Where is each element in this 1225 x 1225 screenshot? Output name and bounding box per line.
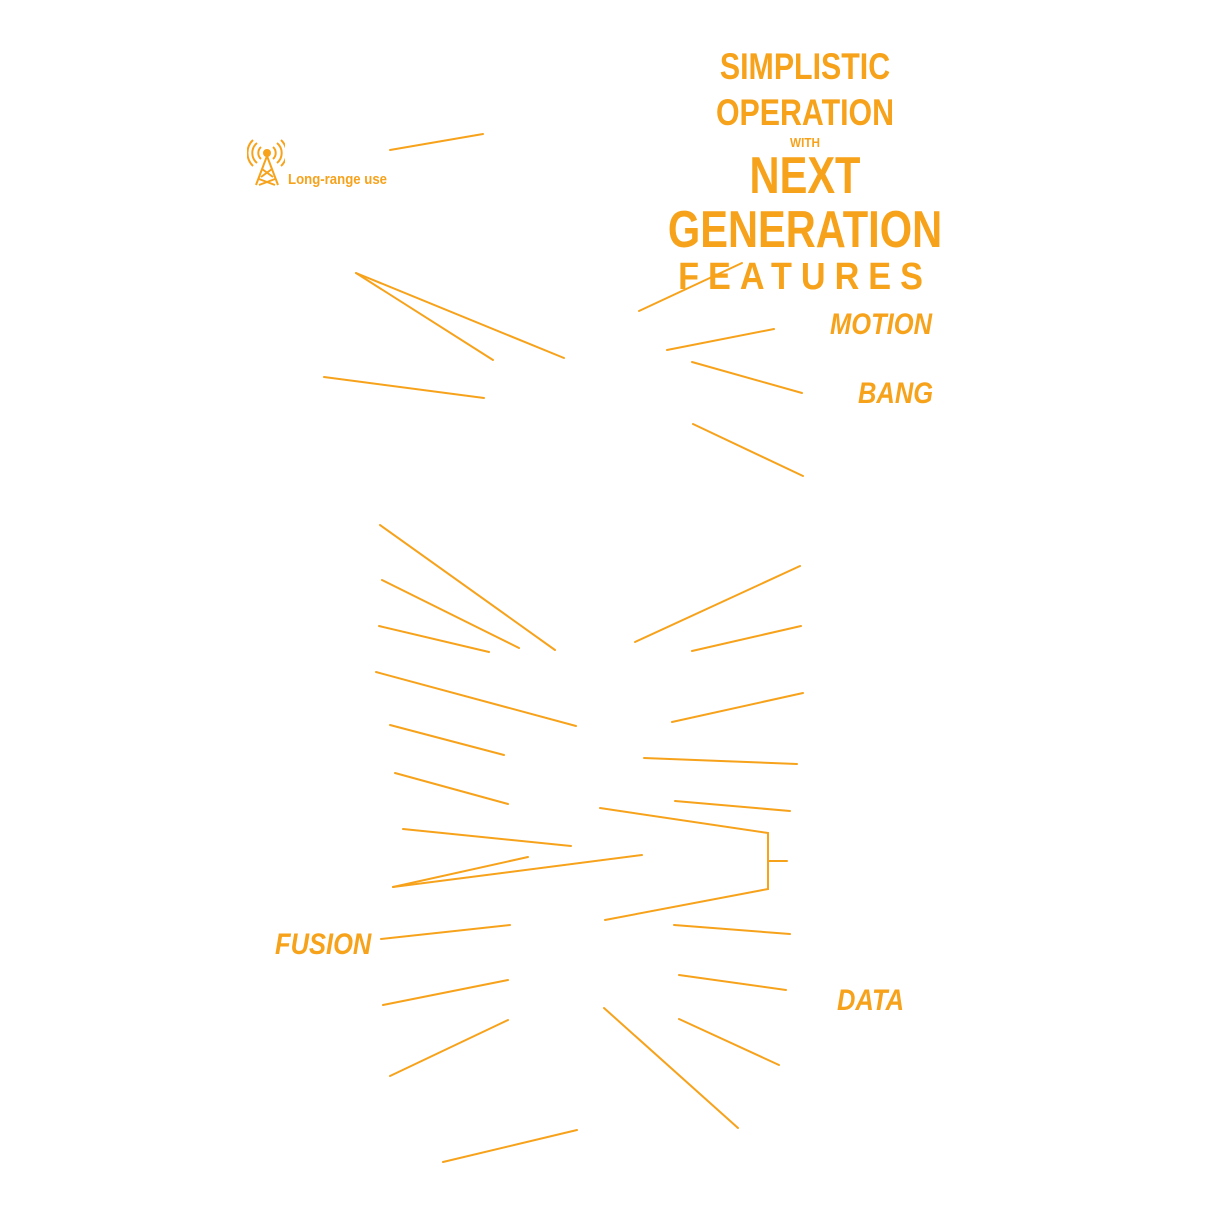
- leader-line: [394, 772, 509, 805]
- leader-line: [671, 692, 804, 723]
- leader-line: [382, 979, 509, 1006]
- headline: SIMPLISTIC OPERATION WITH NEXT GENERATIO…: [600, 44, 1010, 297]
- leader-line: [392, 856, 529, 888]
- headline-line-2: WITH: [790, 135, 820, 150]
- leader-line: [638, 262, 743, 312]
- long-range-badge: Long-range use: [245, 138, 405, 188]
- callout-motion: MOTION: [830, 308, 932, 341]
- leader-line: [389, 724, 505, 756]
- headline-line-3: NEXT GENERATION: [667, 147, 943, 259]
- leader-line: [389, 133, 484, 151]
- radio-tower-icon: [247, 139, 285, 186]
- leader-line: [355, 272, 565, 359]
- leader-line: [389, 1019, 509, 1077]
- callout-fusion: FUSION: [275, 928, 372, 961]
- leader-line: [378, 625, 490, 653]
- leader-line: [634, 565, 801, 643]
- leader-line: [381, 579, 520, 649]
- leader-line: [692, 423, 804, 477]
- leader-line: [323, 376, 485, 399]
- leader-line: [674, 800, 791, 812]
- leader-line: [691, 361, 803, 394]
- badge-label: Long-range use: [288, 171, 388, 188]
- leader-line: [603, 1007, 739, 1129]
- leader-line: [355, 272, 494, 361]
- callout-data: DATA: [837, 984, 905, 1017]
- leader-line: [379, 524, 556, 651]
- headline-line-1: SIMPLISTIC OPERATION: [715, 46, 895, 133]
- leader-line: [442, 1129, 578, 1163]
- leader-line: [678, 1018, 780, 1066]
- leader-line: [392, 854, 643, 888]
- callout-bang: BANG: [858, 377, 934, 410]
- leader-line: [402, 828, 572, 847]
- headline-line-4: FEATURES: [678, 256, 932, 298]
- leader-line: [643, 757, 798, 765]
- bracket-line: [599, 807, 769, 921]
- leader-line: [375, 671, 577, 727]
- leader-line: [666, 328, 775, 351]
- leader-line: [673, 924, 791, 935]
- leader-line: [678, 974, 787, 991]
- leader-line: [380, 924, 511, 940]
- leader-line: [691, 625, 802, 652]
